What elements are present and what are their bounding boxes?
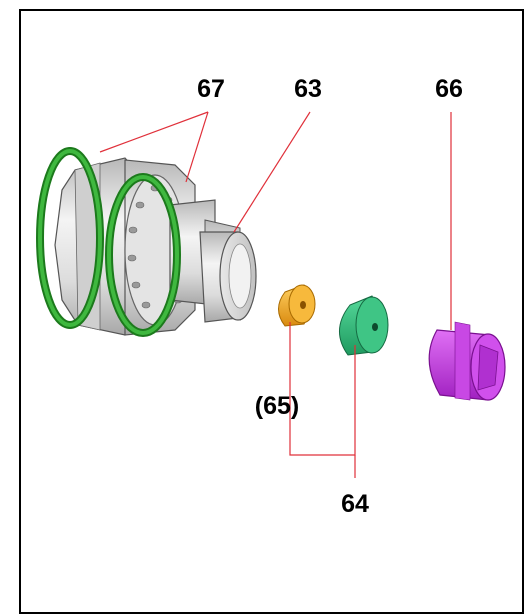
insert-green — [339, 295, 389, 356]
leader-65-64 — [289, 322, 356, 456]
o-ring-rear — [105, 173, 181, 337]
end-cap-magenta — [428, 321, 506, 401]
leader-67-left — [99, 111, 209, 153]
label-65: (65) — [255, 392, 299, 420]
insert-small-yellow — [278, 284, 316, 327]
leader-lines — [99, 111, 452, 478]
label-66: 66 — [435, 75, 463, 103]
label-67: 67 — [197, 75, 225, 103]
label-63: 63 — [294, 75, 322, 103]
leader-63 — [233, 111, 311, 233]
label-64: 64 — [341, 490, 369, 518]
o-ring-front — [36, 147, 104, 329]
leader-67-right — [185, 111, 209, 183]
